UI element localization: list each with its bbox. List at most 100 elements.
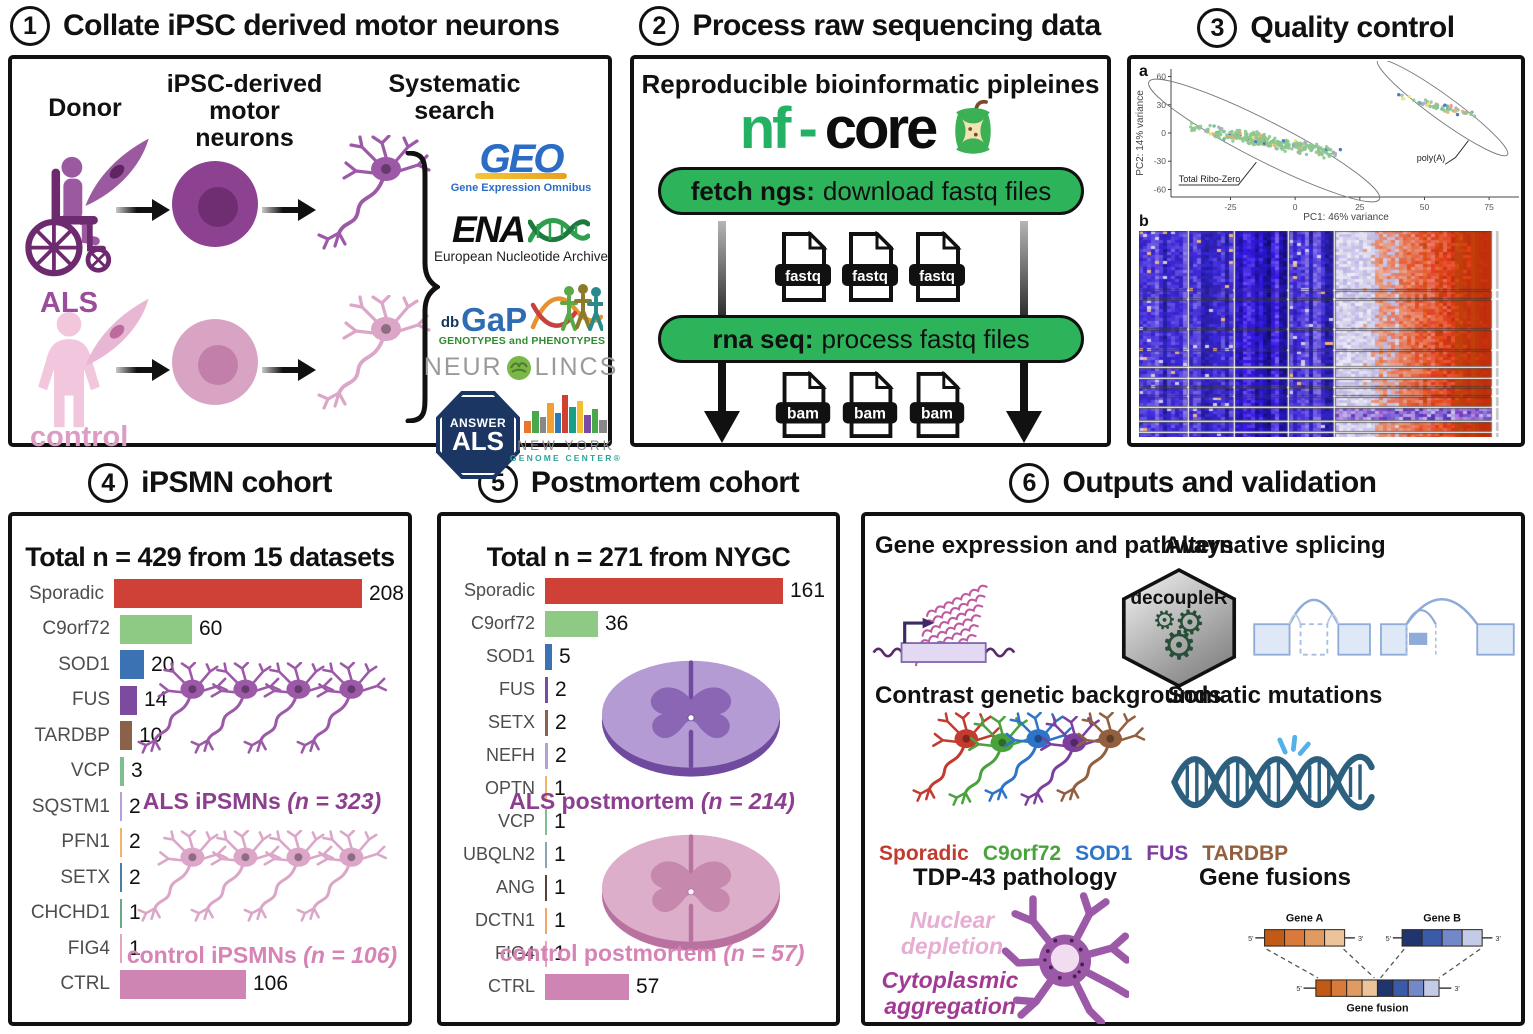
- panel3-title: Quality control: [1250, 11, 1455, 44]
- postmortem-total-title: Total n = 271 from NYGC: [486, 542, 791, 572]
- svg-text:5': 5': [1386, 935, 1392, 943]
- genotype-neurons: [912, 712, 1146, 807]
- svg-text:30: 30: [1157, 100, 1167, 110]
- bar: [113, 579, 362, 609]
- gene-fusion-diagram: Gene A Gene B 5' 3' 5' 3' 5' 3' Gene fus…: [1248, 912, 1501, 1014]
- bar: [545, 643, 552, 670]
- nygc-logo: NEW YORK GENOME CENTER®: [510, 393, 620, 463]
- bar-value: 161: [790, 578, 826, 602]
- panel1-title: Collate iPSC derived motor neurons: [63, 9, 560, 42]
- panel3-header: 3 Quality control: [1127, 8, 1525, 48]
- svg-text:0: 0: [1161, 128, 1166, 138]
- bam-file-icon: bam: [842, 371, 898, 439]
- svg-text:5': 5': [1248, 935, 1254, 943]
- tdp43-neuron-icon: [1001, 892, 1129, 1024]
- ena-logo: ENA European Nucleotide Archive: [433, 209, 609, 264]
- bar-value: 2: [129, 830, 141, 854]
- bam-files: bam bam bam: [774, 371, 966, 439]
- panel3-number: 3: [1197, 8, 1238, 48]
- bar: [120, 614, 192, 644]
- svg-text:fastq: fastq: [852, 268, 888, 285]
- bar-value: 2: [555, 710, 567, 734]
- bar: [545, 775, 547, 802]
- genotype-label-C9orf72: C9orf72: [982, 842, 1062, 865]
- svg-text:-30: -30: [1154, 156, 1167, 166]
- genotype-label-TARDBP: TARDBP: [1202, 842, 1289, 865]
- svg-text:PC1: 46% variance: PC1: 46% variance: [1303, 212, 1389, 223]
- panel4-number: 4: [88, 463, 129, 503]
- svg-text:0: 0: [1293, 202, 1298, 212]
- contrast-backgrounds-title: Contrast genetic backgrounds: [875, 682, 1222, 709]
- spinal-cord-icon-als: [601, 660, 781, 777]
- expression-heatmap: [1139, 231, 1499, 437]
- bar-label: PFN1: [61, 831, 110, 853]
- bar-label: UBQLN2: [462, 844, 535, 864]
- dna-mutation-icon: [1171, 734, 1375, 811]
- arrow-right-icon: [262, 359, 316, 381]
- fetchngs-pill: fetch ngs:download fastq files: [658, 167, 1084, 215]
- panel2-header: 2 Process raw sequencing data: [625, 6, 1115, 46]
- als-ipsmn-label: ALS iPSMNs (n = 323): [142, 788, 382, 814]
- dbgap-people-dna-icon: [530, 284, 604, 331]
- bar-label: C9orf72: [42, 618, 110, 640]
- fibroblast-icon-als: [85, 138, 149, 206]
- genotype-label-Sporadic: Sporadic: [879, 842, 969, 865]
- svg-text:bam: bam: [854, 406, 886, 423]
- bar-value: 36: [605, 611, 629, 635]
- bar: [545, 808, 547, 835]
- bar-row-C9orf72: C9orf72 36: [445, 607, 832, 640]
- bar-label: CTRL: [487, 976, 535, 996]
- fastq-file-icon: fastq: [909, 231, 965, 302]
- ipsc-cell-icon-control: [172, 319, 258, 405]
- svg-text:fastq: fastq: [785, 268, 821, 285]
- bar-value: 1: [554, 908, 566, 932]
- bar-value: 1: [554, 776, 566, 800]
- panel6-box: Gene expression and pathways Alternative…: [861, 512, 1525, 1026]
- panel6-header: 6 Outputs and validation: [861, 463, 1525, 503]
- wheelchair-person-icon: [25, 156, 112, 277]
- panel6-title: Outputs and validation: [1062, 466, 1377, 499]
- als-neuron-chain: [137, 662, 388, 754]
- gears-icon: ⚙⚙: [1149, 602, 1209, 645]
- bar-label: C9orf72: [470, 613, 535, 633]
- bar-value: 1: [554, 941, 566, 965]
- ipsc-header: iPSC-derived motor neurons: [166, 70, 323, 152]
- panel4-title: iPSMN cohort: [141, 466, 332, 499]
- subpanel-a-label: a: [1139, 63, 1148, 80]
- decoupler-badge: decoupleR ⚙⚙ ⚙: [1125, 572, 1233, 684]
- bar: [545, 610, 598, 637]
- svg-text:PC2: 14% variance: PC2: 14% variance: [1135, 90, 1146, 176]
- bar-label: FIG4: [494, 943, 535, 963]
- nuclear-depletion-label: Nuclear depletion: [900, 907, 1004, 959]
- svg-text:-60: -60: [1154, 184, 1167, 194]
- fastq-file-icon: fastq: [775, 231, 831, 302]
- curly-brace: [405, 151, 440, 423]
- bar: [545, 874, 547, 901]
- fastq-files: fastq fastq fastq: [774, 231, 966, 303]
- bar: [120, 756, 124, 786]
- arrow-right-icon: [262, 199, 316, 221]
- control-label: control: [30, 421, 129, 453]
- bar: [545, 907, 547, 934]
- bar-value: 1: [554, 809, 566, 833]
- svg-text:3': 3': [1454, 985, 1460, 993]
- bar-row-FIG4: FIG4 1: [445, 937, 832, 970]
- svg-text:3': 3': [1495, 935, 1501, 943]
- svg-text:50: 50: [1420, 202, 1430, 212]
- brain-icon: [506, 355, 531, 380]
- bar-value: 2: [555, 743, 567, 767]
- gene-expression-diagram: [872, 584, 1016, 667]
- bar-value: 1: [554, 842, 566, 866]
- bar-value: 1: [129, 936, 141, 960]
- bar: [120, 721, 132, 751]
